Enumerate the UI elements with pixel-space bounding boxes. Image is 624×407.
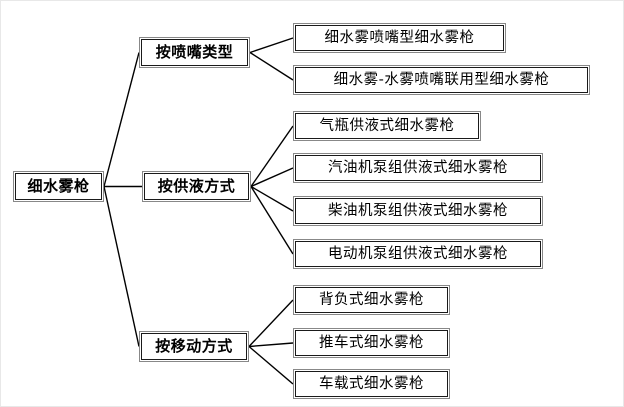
node-branch-0: 按喷嘴类型 (141, 39, 248, 66)
node-leaf-1-3: 电动机泵组供液式细水雾枪 (295, 241, 541, 267)
node-leaf-1-1: 汽油机泵组供液式细水雾枪 (295, 155, 541, 181)
node-leaf-2-0: 背负式细水雾枪 (295, 287, 448, 313)
node-branch-2-label: 按移动方式 (155, 337, 233, 355)
node-leaf-1-3-label: 电动机泵组供液式细水雾枪 (328, 245, 508, 262)
edge-branch-1-to-leaf-3 (250, 186, 294, 255)
node-leaf-0-1: 细水雾-水雾喷嘴联用型细水雾枪 (295, 67, 588, 93)
node-root-label: 细水雾枪 (27, 177, 90, 195)
edge-branch-1-to-leaf-0 (250, 125, 294, 187)
edge-branch-0-to-leaf-0 (249, 37, 294, 54)
edge-root-to-branch-0 (103, 52, 140, 187)
node-leaf-1-2-label: 柴油机泵组供液式细水雾枪 (328, 202, 508, 219)
edge-branch-1-to-leaf-2 (250, 185, 294, 212)
node-leaf-0-1-label: 细水雾-水雾喷嘴联用型细水雾枪 (333, 71, 550, 88)
node-branch-1: 按供液方式 (144, 173, 249, 200)
edge-branch-2-to-leaf-0 (248, 299, 294, 347)
node-root: 细水雾枪 (15, 173, 102, 200)
node-leaf-0-0-label: 细水雾喷嘴型细水雾枪 (324, 29, 475, 46)
node-leaf-2-2-label: 车载式细水雾枪 (319, 375, 424, 392)
edge-branch-2-to-leaf-2 (248, 345, 294, 385)
edge-branch-1-to-leaf-1 (250, 167, 294, 188)
node-leaf-1-0-label: 气瓶供液式细水雾枪 (319, 117, 455, 134)
node-branch-2: 按移动方式 (141, 333, 247, 360)
edge-root-to-branch-2 (103, 186, 140, 347)
node-leaf-2-2: 车载式细水雾枪 (295, 371, 448, 397)
node-leaf-2-1: 推车式细水雾枪 (295, 330, 448, 356)
node-branch-1-label: 按供液方式 (157, 177, 236, 195)
node-leaf-1-2: 柴油机泵组供液式细水雾枪 (295, 198, 541, 224)
edge-branch-2-to-leaf-1 (248, 342, 294, 348)
node-leaf-1-1-label: 汽油机泵组供液式细水雾枪 (328, 159, 508, 176)
node-branch-0-label: 按喷嘴类型 (155, 43, 234, 61)
node-leaf-1-0: 气瓶供液式细水雾枪 (295, 113, 479, 139)
edge-branch-0-to-leaf-1 (249, 51, 294, 81)
node-leaf-2-1-label: 推车式细水雾枪 (319, 334, 424, 351)
node-leaf-0-0: 细水雾喷嘴型细水雾枪 (295, 25, 504, 51)
node-leaf-2-0-label: 背负式细水雾枪 (319, 291, 424, 308)
